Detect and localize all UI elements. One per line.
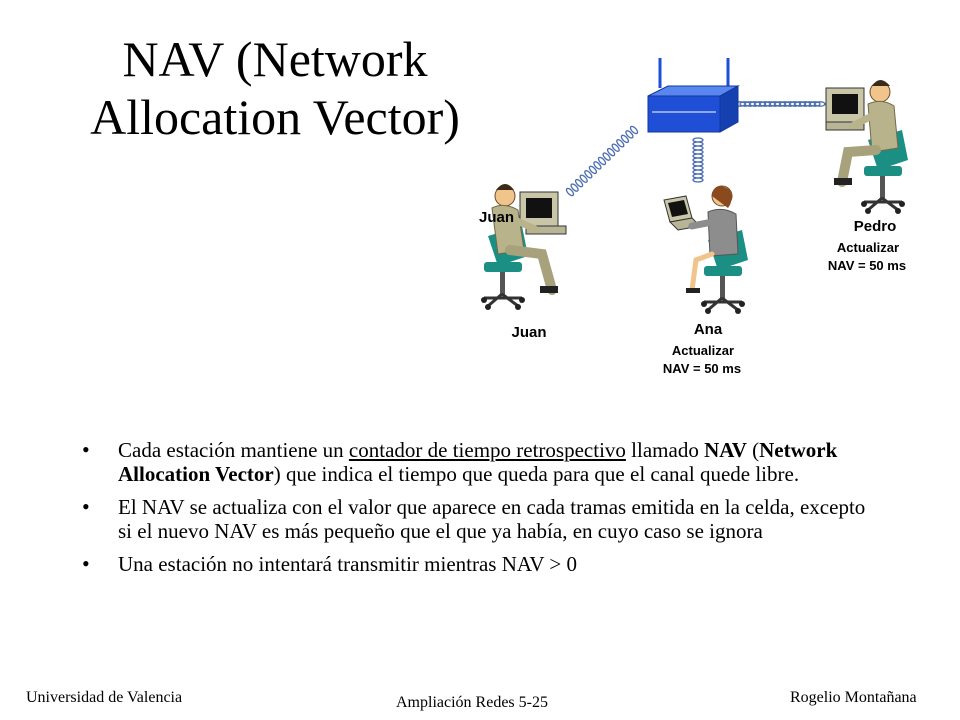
bullet-list: Cada estación mantiene un contador de ti… <box>82 438 882 585</box>
bullet-text: ) que indica el tiempo que queda para qu… <box>273 462 800 486</box>
signal-link-ana <box>692 137 704 183</box>
access-point-icon <box>647 58 740 133</box>
underlined-term: contador de tiempo retrospectivo <box>348 438 626 462</box>
bullet-item: Cada estación mantiene un contador de ti… <box>82 438 882 486</box>
juan-station-icon <box>479 184 567 312</box>
juan-hidden-label: Juan <box>479 209 514 226</box>
footer-course: Ampliación Redes 5-25 <box>396 694 548 711</box>
signal-link-pedro <box>734 101 826 107</box>
pedro-nav-value: NAV = 50 ms <box>828 258 906 273</box>
pedro-station-icon <box>825 80 910 216</box>
network-diagram: Juan Juan Ana Actualizar NAV = 50 ms Ped… <box>479 58 910 376</box>
ana-label: Ana <box>694 321 723 338</box>
footer-institution: Universidad de Valencia <box>26 689 183 706</box>
footer-author: Rogelio Montañana <box>790 689 917 706</box>
pedro-label: Pedro <box>854 218 897 235</box>
signal-link-juan <box>565 125 639 197</box>
ana-update-label: Actualizar <box>672 343 734 358</box>
ana-nav-value: NAV = 50 ms <box>663 361 741 376</box>
bullet-text: Cada estación mantiene un <box>118 438 349 462</box>
bullet-item: Una estación no intentará transmitir mie… <box>82 552 882 576</box>
ana-station-icon <box>663 185 750 316</box>
slide-title: NAV (Network Allocation Vector) <box>90 31 460 145</box>
pedro-update-label: Actualizar <box>837 240 899 255</box>
bold-term-expansion: Network Allocation Vector <box>118 438 838 486</box>
juan-label: Juan <box>511 324 546 341</box>
bullet-text: llamado <box>625 438 705 462</box>
bullet-item: El NAV se actualiza con el valor que apa… <box>82 495 882 543</box>
bold-term-nav: NAV <box>704 438 747 462</box>
bullet-text: ( <box>746 438 760 462</box>
